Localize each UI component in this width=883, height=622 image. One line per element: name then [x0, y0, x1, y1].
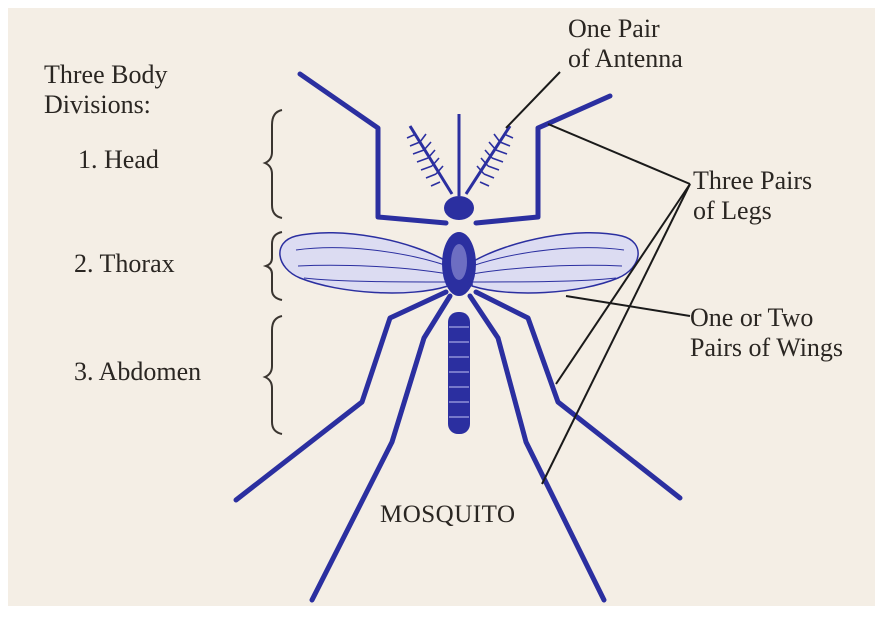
abdomen-label: 3. Abdomen [74, 357, 201, 387]
mosquito-abdomen [448, 312, 470, 434]
antenna-label-line1: One Pair [568, 14, 683, 44]
thorax-label: 2. Thorax [74, 249, 175, 279]
legs-label-line2: of Legs [693, 196, 812, 226]
body-divisions-title-line2: Divisions: [44, 90, 167, 120]
wings-label-line1: One or Two [690, 303, 843, 333]
legs-label: Three Pairs of Legs [693, 166, 812, 226]
mosquito-head [444, 196, 474, 220]
body-divisions-title: Three Body Divisions: [44, 60, 167, 120]
wings-label-line2: Pairs of Wings [690, 333, 843, 363]
body-divisions-title-line1: Three Body [44, 60, 167, 90]
antenna-label-line2: of Antenna [568, 44, 683, 74]
wings-label: One or Two Pairs of Wings [690, 303, 843, 363]
legs-label-line1: Three Pairs [693, 166, 812, 196]
mosquito-caption: MOSQUITO [380, 500, 516, 530]
head-label: 1. Head [78, 145, 159, 175]
antenna-label: One Pair of Antenna [568, 14, 683, 74]
